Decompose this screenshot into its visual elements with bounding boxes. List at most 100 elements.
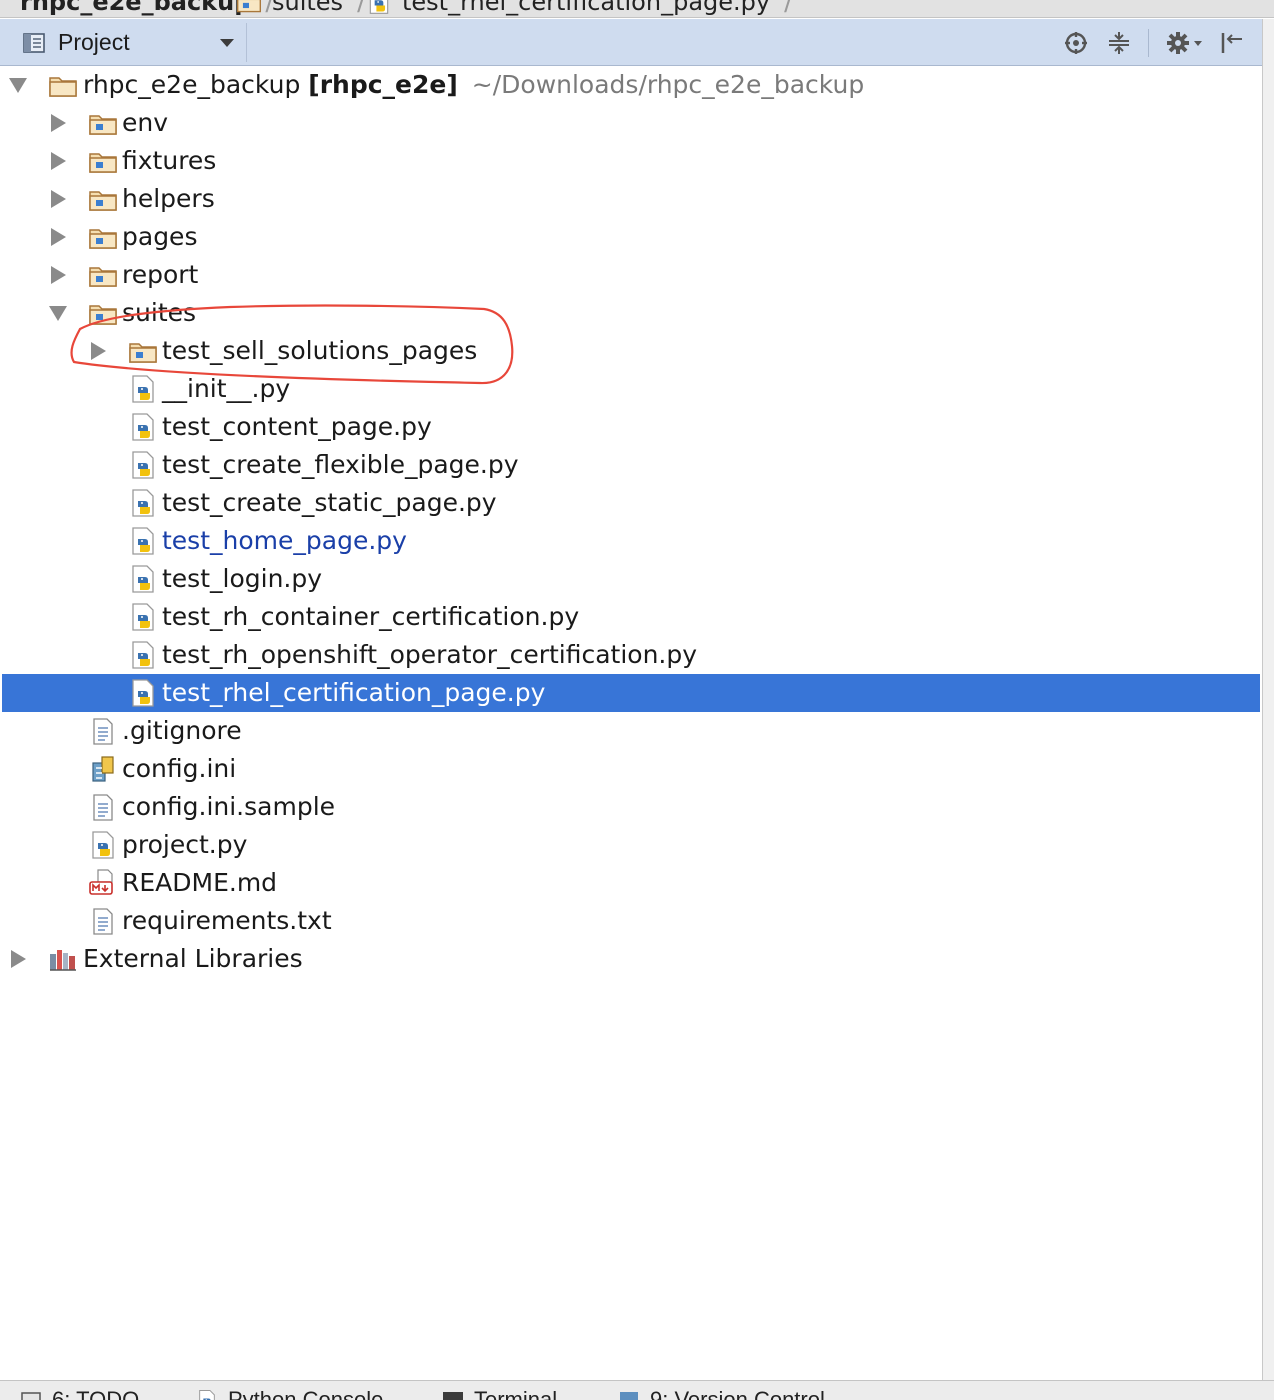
- tree-node-external-libraries[interactable]: External Libraries: [2, 940, 1260, 978]
- hide-toolwindow-button[interactable]: [1216, 27, 1248, 59]
- tree-node-folder-pages[interactable]: pages: [2, 218, 1260, 256]
- breadcrumb-label: suites: [272, 0, 344, 16]
- tree-node-file[interactable]: project.py: [2, 826, 1260, 864]
- tree-node-file[interactable]: .gitignore: [2, 712, 1260, 750]
- breadcrumb-suites[interactable]: suites /: [236, 0, 366, 17]
- collapse-all-icon: [1109, 32, 1129, 54]
- tree-node-folder-suites[interactable]: suites: [2, 294, 1260, 332]
- tree-node-label: External Libraries: [83, 944, 303, 973]
- expand-arrow[interactable]: [88, 332, 108, 370]
- todo-icon: [21, 1392, 41, 1400]
- folder-icon: [89, 267, 117, 287]
- tree-node-label: report: [122, 260, 199, 289]
- tree-node-label: test_rhel_certification_page.py: [162, 678, 546, 707]
- python-file-icon: [132, 641, 154, 669]
- todo-tab[interactable]: 6: TODO: [20, 1385, 139, 1400]
- project-toolwindow-header: Project: [0, 19, 1262, 66]
- expand-arrow[interactable]: [8, 66, 28, 104]
- expand-arrow[interactable]: [48, 142, 68, 180]
- tree-node-label: test_create_flexible_page.py: [162, 450, 519, 479]
- folder-icon: [89, 229, 117, 249]
- settings-button[interactable]: [1162, 27, 1208, 59]
- version-control-tab[interactable]: 9: Version Control: [618, 1385, 825, 1400]
- collapse-all-button[interactable]: [1103, 27, 1135, 59]
- folder-icon: [237, 0, 261, 13]
- python-file-icon: [369, 0, 389, 14]
- folder-icon: [89, 191, 117, 211]
- tree-node-file[interactable]: test_login.py: [2, 560, 1260, 598]
- tree-node-label: test_rh_container_certification.py: [162, 602, 580, 631]
- tree-node-label: requirements.txt: [122, 906, 332, 935]
- tree-node-file[interactable]: config.ini.sample: [2, 788, 1260, 826]
- terminal-tab[interactable]: Terminal: [442, 1385, 557, 1400]
- tree-node-folder-helpers[interactable]: helpers: [2, 180, 1260, 218]
- tree-node-label: __init__.py: [162, 374, 291, 403]
- version-control-icon: [620, 1392, 638, 1400]
- expand-arrow[interactable]: [48, 218, 68, 256]
- tree-node-label: test_home_page.py: [162, 526, 407, 555]
- python-file-icon: [132, 527, 154, 555]
- folder-icon: [89, 115, 117, 135]
- tree-node-file[interactable]: __init__.py: [2, 370, 1260, 408]
- tree-node-file-selected[interactable]: test_rhel_certification_page.py: [2, 674, 1260, 712]
- tree-node-folder-report[interactable]: report: [2, 256, 1260, 294]
- expand-arrow[interactable]: [48, 104, 68, 142]
- expand-arrow[interactable]: [48, 294, 68, 332]
- tree-node-file[interactable]: test_rh_container_certification.py: [2, 598, 1260, 636]
- tree-node-folder-env[interactable]: env: [2, 104, 1260, 142]
- right-tool-strip: [1262, 19, 1274, 1380]
- bottom-tool-strip: 6: TODO Python Console Terminal 9: Versi…: [0, 1380, 1274, 1400]
- tree-node-file[interactable]: requirements.txt: [2, 902, 1260, 940]
- folder-icon: [89, 153, 117, 173]
- expand-arrow[interactable]: [48, 180, 68, 218]
- breadcrumb-project[interactable]: rhpc_e2e_backup /: [20, 0, 274, 17]
- python-file-icon: [132, 489, 154, 517]
- tree-node-folder-fixtures[interactable]: fixtures: [2, 142, 1260, 180]
- text-file-icon: [93, 794, 113, 821]
- text-file-icon: [93, 908, 113, 935]
- tree-node-folder-sell-solutions[interactable]: test_sell_solutions_pages: [2, 332, 1260, 370]
- text-file-icon: [93, 718, 113, 745]
- expand-arrow[interactable]: [8, 940, 28, 978]
- tab-label: 9: Version Control: [650, 1387, 825, 1400]
- tree-node-root[interactable]: rhpc_e2e_backup [rhpc_e2e]~/Downloads/rh…: [2, 66, 1260, 104]
- locate-file-button[interactable]: [1060, 27, 1092, 59]
- terminal-icon: [443, 1392, 463, 1400]
- tree-node-label: config.ini: [122, 754, 237, 783]
- breadcrumb-separator: /: [784, 0, 793, 17]
- breadcrumb-separator: /: [265, 0, 275, 17]
- tree-node-file[interactable]: test_create_flexible_page.py: [2, 446, 1260, 484]
- gear-icon: [1167, 32, 1202, 54]
- tree-node-label: .gitignore: [122, 716, 242, 745]
- tree-node-label: config.ini.sample: [122, 792, 336, 821]
- tree-node-label: pages: [122, 222, 198, 251]
- chevron-down-icon: [220, 39, 234, 47]
- python-console-tab[interactable]: Python Console: [196, 1385, 383, 1400]
- module-folder-icon: [49, 77, 77, 97]
- tree-node-file[interactable]: test_rh_openshift_operator_certification…: [2, 636, 1260, 674]
- tree-node-file[interactable]: config.ini: [2, 750, 1260, 788]
- tree-node-label: test_login.py: [162, 564, 323, 593]
- tree-node-label: suites: [122, 298, 197, 327]
- view-selector-dropdown[interactable]: Project: [4, 23, 247, 62]
- tab-label: 6: TODO: [52, 1387, 140, 1400]
- expand-arrow[interactable]: [48, 256, 68, 294]
- breadcrumb-label: test_rhel_certification_page.py: [402, 0, 771, 16]
- tab-label: Terminal: [474, 1387, 558, 1400]
- breadcrumb-label: rhpc_e2e_backup: [20, 0, 252, 16]
- breadcrumb-file[interactable]: test_rhel_certification_page.py /: [366, 0, 793, 17]
- view-selector-label: Project: [58, 29, 130, 55]
- markdown-file-icon: [89, 869, 113, 895]
- tree-node-label: test_create_static_page.py: [162, 488, 497, 517]
- python-file-icon: [132, 565, 154, 593]
- python-file-icon: [132, 375, 154, 403]
- python-file-icon: [132, 451, 154, 479]
- tree-node-label: helpers: [122, 184, 215, 213]
- library-icon: [50, 950, 76, 971]
- tree-node-file[interactable]: README.md: [2, 864, 1260, 902]
- tree-node-file[interactable]: test_content_page.py: [2, 408, 1260, 446]
- tree-node-label: test_content_page.py: [162, 412, 432, 441]
- crosshair-icon: [1065, 32, 1087, 54]
- tree-node-file-modified[interactable]: test_home_page.py: [2, 522, 1260, 560]
- tree-node-file[interactable]: test_create_static_page.py: [2, 484, 1260, 522]
